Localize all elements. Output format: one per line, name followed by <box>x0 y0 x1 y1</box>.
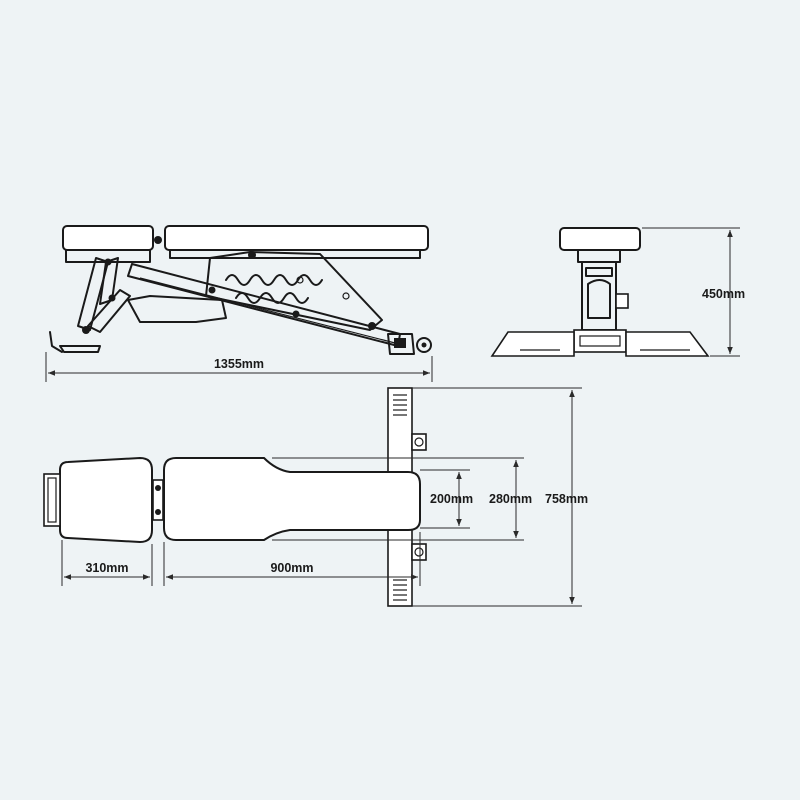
dimension-seat-length: 310mm <box>61 540 153 586</box>
dimension-label-side-length: 1355mm <box>214 357 264 371</box>
front-foot-right <box>625 331 710 357</box>
dimension-width-group: 200mm 280mm 758mm <box>272 387 588 607</box>
side-bracket-hole <box>296 276 304 284</box>
top-view <box>43 387 427 607</box>
side-pivot-bolt <box>108 294 116 302</box>
side-bracket-bolt <box>368 322 376 330</box>
dimension-label-pad-width: 280mm <box>489 492 532 506</box>
top-wheel-upper <box>411 433 427 451</box>
dimension-label-foot-width: 200mm <box>430 492 473 506</box>
side-wheel-hub <box>421 342 427 348</box>
side-bracket-bolt <box>248 251 256 259</box>
top-wheel-lower <box>411 543 427 561</box>
side-pad-hinge <box>154 236 162 244</box>
top-wheel-hub <box>414 547 424 557</box>
side-bracket-bolt <box>292 310 300 318</box>
side-beam-edge <box>139 277 396 344</box>
side-back-pad <box>164 225 429 251</box>
side-base-plate <box>127 295 227 323</box>
side-seat-pad <box>62 225 154 251</box>
top-hinge-bolt <box>155 509 161 515</box>
side-bracket-hole <box>342 292 350 300</box>
dimension-label-seat-length: 310mm <box>85 561 128 575</box>
side-pivot-bolt <box>104 258 112 266</box>
front-pad <box>559 227 641 251</box>
top-rear-base-ribs-lower <box>393 579 407 601</box>
dimension-label-front-height: 450mm <box>702 287 745 301</box>
top-roller-inner <box>47 477 57 523</box>
side-foot-handle <box>49 331 63 353</box>
side-rear-foot <box>387 333 415 355</box>
top-seat-end-roller <box>43 473 61 527</box>
top-wheel-hub <box>414 437 424 447</box>
front-view <box>490 227 710 357</box>
front-column-slot <box>585 267 613 277</box>
side-adjust-notches <box>225 274 323 286</box>
top-seat-pad <box>59 456 153 544</box>
front-foot-left <box>490 331 575 357</box>
top-rear-base-ribs-upper <box>393 394 407 416</box>
front-base-inner <box>579 335 621 347</box>
top-back-pad <box>163 457 421 541</box>
side-front-foot <box>59 345 101 353</box>
side-transport-wheel <box>416 337 432 353</box>
top-hinge-bolt <box>155 485 161 491</box>
front-pin-knob <box>615 293 629 309</box>
side-leg-brace <box>87 289 131 333</box>
dimension-label-base-width: 758mm <box>545 492 588 506</box>
dimension-label-back-length: 900mm <box>270 561 313 575</box>
front-pad-bracket <box>577 249 621 263</box>
side-rear-foot-pad <box>394 338 406 348</box>
dimension-side-length: 1355mm <box>45 352 433 382</box>
side-adjust-notches-lower <box>235 292 309 304</box>
dimension-back-length: 900mm <box>163 532 421 586</box>
front-column-plate <box>587 279 611 319</box>
side-bracket-bolt <box>208 286 216 294</box>
side-pivot-bolt <box>82 326 90 334</box>
side-back-subframe <box>169 249 421 259</box>
side-view <box>49 225 432 355</box>
front-base-block <box>573 329 627 353</box>
dimension-front-height: 450mm <box>642 227 745 357</box>
